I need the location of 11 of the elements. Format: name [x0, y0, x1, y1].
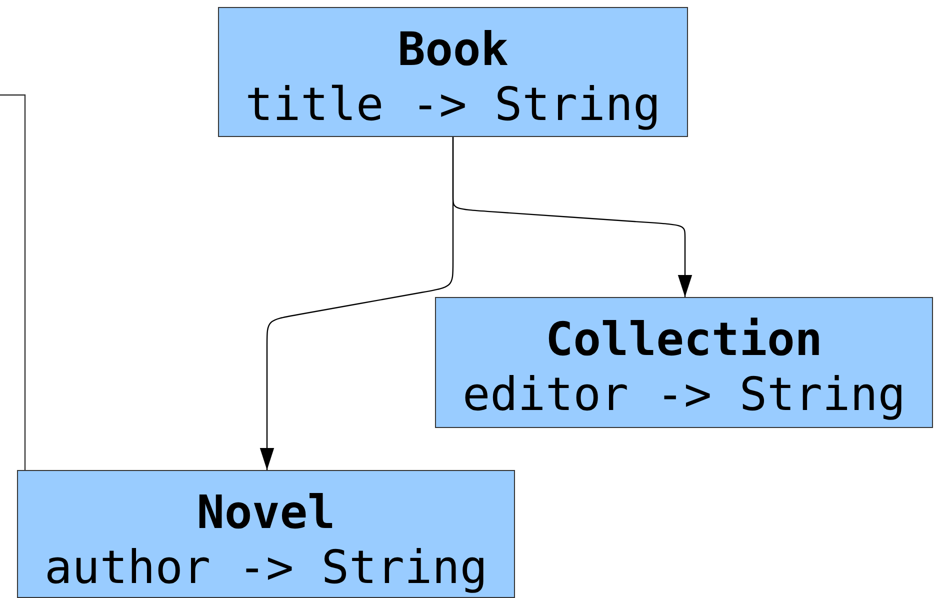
- class-name: Collection: [546, 312, 822, 367]
- attribute-text: title -> String: [245, 77, 661, 132]
- class-box: [17, 470, 515, 598]
- arrow: [452, 137, 692, 297]
- class-box: [218, 7, 688, 137]
- class-box: [435, 297, 933, 428]
- connector-line: [0, 94, 26, 470]
- attribute-text: author -> String: [44, 540, 488, 595]
- attribute-text: editor -> String: [462, 367, 906, 422]
- class-name: Book: [398, 22, 508, 77]
- class-name: Novel: [196, 485, 336, 540]
